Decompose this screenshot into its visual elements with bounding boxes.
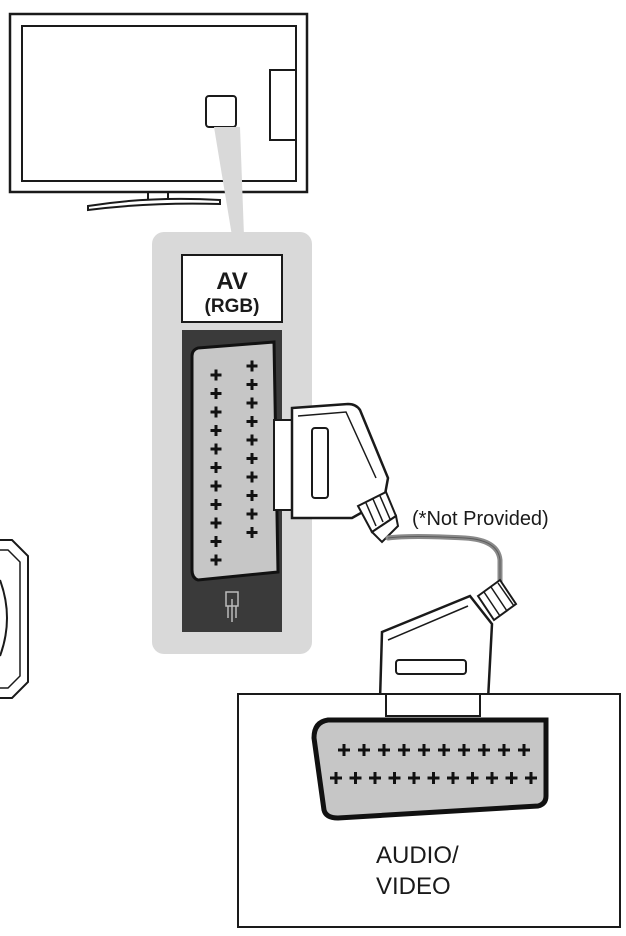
scart-pin (210, 388, 222, 399)
scart-pin (388, 772, 401, 784)
scart-pin (378, 744, 390, 756)
scart-pin (210, 443, 222, 455)
callout-connector (214, 127, 244, 236)
scart-pin (358, 744, 370, 756)
scart-pin (330, 772, 342, 784)
scart-pin (210, 536, 222, 547)
scart-pin (518, 744, 530, 756)
plug-lower-slot (395, 659, 467, 675)
plug-lower-body (378, 594, 494, 702)
av-panel: AV (RGB) (152, 232, 312, 654)
scart-pin (408, 772, 420, 784)
tv-stand-base (87, 197, 221, 212)
not-provided-note: (*Not Provided) (412, 508, 549, 530)
partial-connector-edge (0, 539, 29, 699)
plug-upper-strain-relief (356, 490, 400, 544)
scart-pin (210, 554, 222, 566)
scart-pin (486, 772, 498, 784)
scart-pin (338, 744, 350, 756)
audio-video-device: AUDIO/ VIDEO (237, 693, 621, 928)
scart-pin (466, 772, 479, 784)
device-scart-socket (311, 717, 549, 821)
scart-pin (246, 471, 258, 483)
scart-pin (498, 744, 510, 756)
device-label-line1: AUDIO/ (376, 842, 459, 869)
scart-pin (210, 499, 222, 510)
ground-symbol (225, 591, 239, 622)
scart-pin (246, 379, 258, 390)
scart-pin (505, 772, 518, 784)
tv-port-marker (205, 95, 237, 128)
scart-pin (525, 772, 537, 784)
scart-pin (246, 416, 258, 427)
scart-pin (369, 772, 381, 784)
scart-pin (418, 744, 430, 756)
rgb-label: (RGB) (205, 296, 260, 317)
scart-port-socket (190, 340, 280, 582)
scart-plug-upper (273, 402, 400, 544)
scart-pin (398, 744, 410, 756)
plug-upper-slot (311, 427, 329, 499)
scart-pin (210, 369, 222, 381)
scart-pin (210, 425, 222, 436)
scart-pin (458, 744, 470, 756)
device-pin-grid (330, 744, 537, 784)
scart-pin (427, 772, 440, 784)
scart-pin (246, 508, 258, 520)
scart-pin (478, 744, 490, 756)
plug-lower-strain-relief (476, 578, 518, 622)
scart-pin (447, 772, 459, 784)
tv-illustration (8, 12, 309, 212)
scart-pin (246, 397, 258, 409)
tv-screen (21, 25, 297, 182)
device-label-line2: VIDEO (376, 873, 451, 900)
scart-pin (349, 772, 362, 784)
scart-pin (210, 517, 222, 529)
scart-pin (246, 453, 258, 464)
av-label-box (181, 254, 283, 323)
scart-pin (246, 527, 258, 538)
scart-pin (246, 434, 258, 446)
scart-pin (210, 462, 222, 473)
tv-side-panel (269, 69, 297, 141)
scart-pin (246, 360, 258, 372)
scart-pin (246, 490, 258, 501)
scart-pin (438, 744, 450, 756)
av-label: AV (216, 268, 248, 295)
scart-pin-grid (210, 360, 258, 566)
scart-cable (385, 534, 503, 593)
scart-pin (210, 406, 222, 418)
scart-pin (210, 480, 222, 492)
